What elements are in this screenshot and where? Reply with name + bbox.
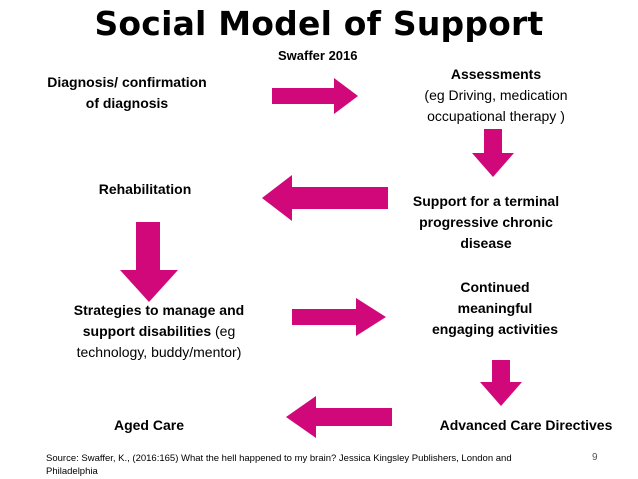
node-aged-care-label: Aged Care (113, 417, 185, 433)
node-assessments: Assessments (eg Driving, medication occu… (396, 64, 596, 127)
node-strategies-line-2: support disabilities (eg (48, 321, 270, 342)
arrow-assessments-to-terminal (472, 129, 514, 177)
arrow-strategies-to-continued (292, 298, 386, 336)
node-assessments-detail-2: occupational therapy ) (427, 108, 565, 124)
arrow-right-shape (272, 78, 358, 114)
node-assessments-heading: Assessments (450, 66, 542, 82)
arrow-right-shape (292, 298, 386, 336)
arrow-advanced-to-aged (286, 396, 392, 438)
node-advanced-care: Advanced Care Directives (420, 415, 632, 436)
arrow-left-shape (262, 175, 388, 221)
node-rehabilitation-label: Rehabilitation (98, 181, 192, 197)
node-diagnosis-line-2: of diagnosis (85, 95, 169, 111)
arrow-rehabilitation-to-strategies (120, 222, 178, 302)
node-advanced-care-label: Advanced Care Directives (439, 417, 613, 433)
node-terminal-support-line-2: progressive chronic (419, 214, 553, 230)
arrow-terminal-to-rehabilitation (262, 175, 388, 221)
slide-title: Social Model of Support (94, 4, 544, 43)
page-number: 9 (592, 452, 598, 463)
node-terminal-support: Support for a terminal progressive chron… (396, 191, 576, 254)
arrow-continued-to-advanced (480, 360, 522, 406)
node-assessments-detail-1: (eg Driving, medication (424, 87, 568, 103)
node-continued-line-1: Continued (460, 279, 530, 295)
node-diagnosis-line-1: Diagnosis/ confirmation (47, 74, 207, 90)
node-continued: Continued meaningful engaging activities (410, 277, 580, 340)
node-strategies-line-3: technology, buddy/mentor) (76, 344, 242, 360)
arrow-down-shape (120, 222, 178, 302)
node-diagnosis: Diagnosis/ confirmation of diagnosis (22, 72, 232, 114)
source-citation: Source: Swaffer, K., (2016:165) What the… (46, 453, 512, 477)
node-aged-care: Aged Care (94, 415, 204, 436)
node-terminal-support-line-1: Support for a terminal (412, 193, 560, 209)
node-terminal-support-line-3: disease (460, 235, 512, 251)
node-strategies-line-2-rest: (eg (211, 323, 236, 339)
node-strategies-line-1: Strategies to manage and (73, 302, 245, 318)
arrow-down-shape (480, 360, 522, 406)
node-strategies-line-2-bold: support disabilities (82, 323, 212, 339)
node-continued-line-2: meaningful (457, 300, 533, 316)
slide-subtitle: Swaffer 2016 (278, 48, 358, 63)
node-continued-line-3: engaging activities (431, 321, 559, 337)
arrow-diagnosis-to-assessments (272, 78, 358, 114)
node-rehabilitation: Rehabilitation (80, 179, 210, 200)
node-strategies: Strategies to manage and support disabil… (48, 300, 270, 363)
arrow-left-shape (286, 396, 392, 438)
arrow-down-shape (472, 129, 514, 177)
